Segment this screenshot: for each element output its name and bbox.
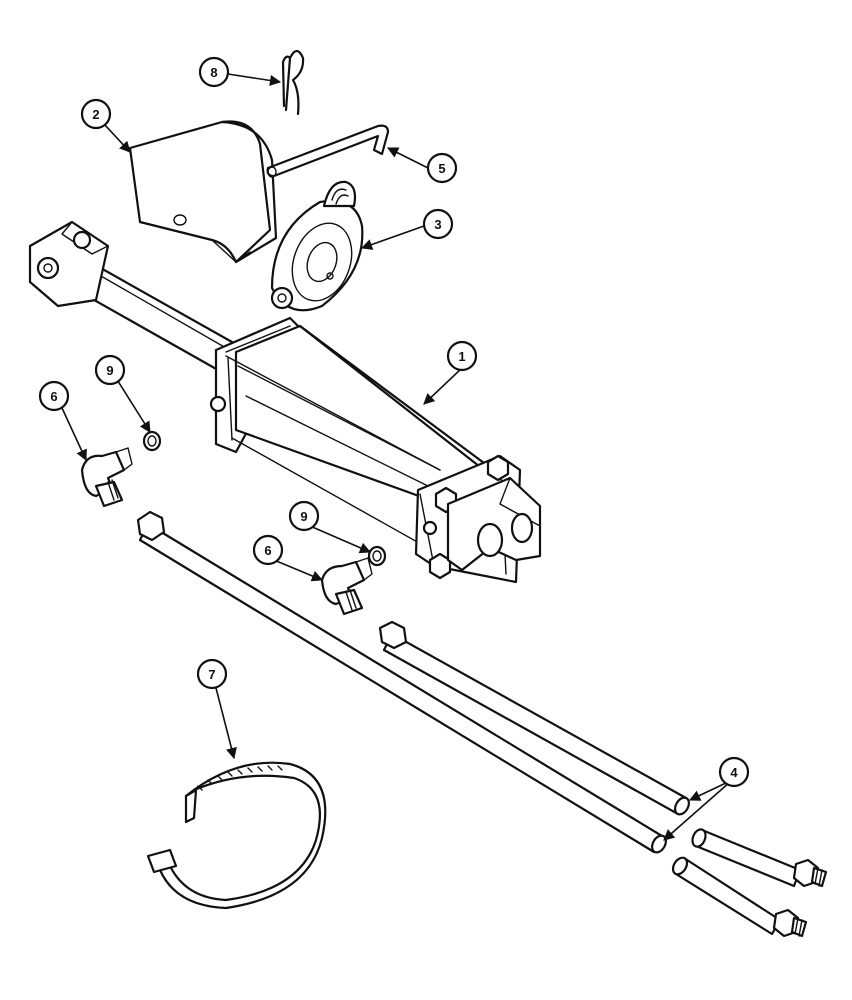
callout-3-label: 3	[434, 217, 441, 232]
callout-9-lower-label: 9	[300, 509, 307, 524]
l-pin	[266, 124, 390, 178]
hose-long	[136, 510, 667, 854]
callout-4: 4	[718, 756, 750, 788]
hair-pin-clip	[281, 49, 305, 116]
callout-6-lower-label: 6	[264, 543, 271, 558]
elbow-fitting-upper	[80, 447, 133, 508]
callout-9-upper: 9	[94, 354, 126, 386]
callout-1: 1	[446, 340, 478, 372]
callout-8: 8	[198, 56, 230, 88]
callout-5: 5	[426, 152, 458, 184]
callout-5-label: 5	[438, 161, 445, 176]
callout-4-label: 4	[730, 765, 738, 780]
tube-upper-right	[691, 828, 828, 888]
callout-6-upper: 6	[38, 380, 70, 412]
tube-lower-right	[671, 856, 808, 938]
callout-3: 3	[422, 208, 454, 240]
elbow-fitting-lower	[320, 557, 373, 616]
callout-6-upper-label: 6	[50, 389, 57, 404]
hydraulic-cylinder	[28, 220, 542, 584]
callout-8-label: 8	[210, 65, 217, 80]
callout-9-upper-label: 9	[106, 363, 113, 378]
callout-1-label: 1	[458, 349, 465, 364]
o-ring-upper	[142, 430, 162, 452]
callout-9-lower: 9	[288, 500, 320, 532]
hose-clamp-band	[146, 761, 327, 910]
hose-short	[378, 620, 690, 816]
callout-7: 7	[196, 658, 228, 690]
callout-6-lower: 6	[252, 534, 284, 566]
spring-clamp-bracket	[270, 180, 364, 312]
callout-2: 2	[80, 98, 112, 130]
callout-2-label: 2	[92, 107, 99, 122]
callout-7-label: 7	[208, 667, 215, 682]
leader-lines	[61, 73, 731, 841]
o-ring-lower	[367, 545, 387, 567]
cylinder-cover-shell	[128, 120, 278, 264]
